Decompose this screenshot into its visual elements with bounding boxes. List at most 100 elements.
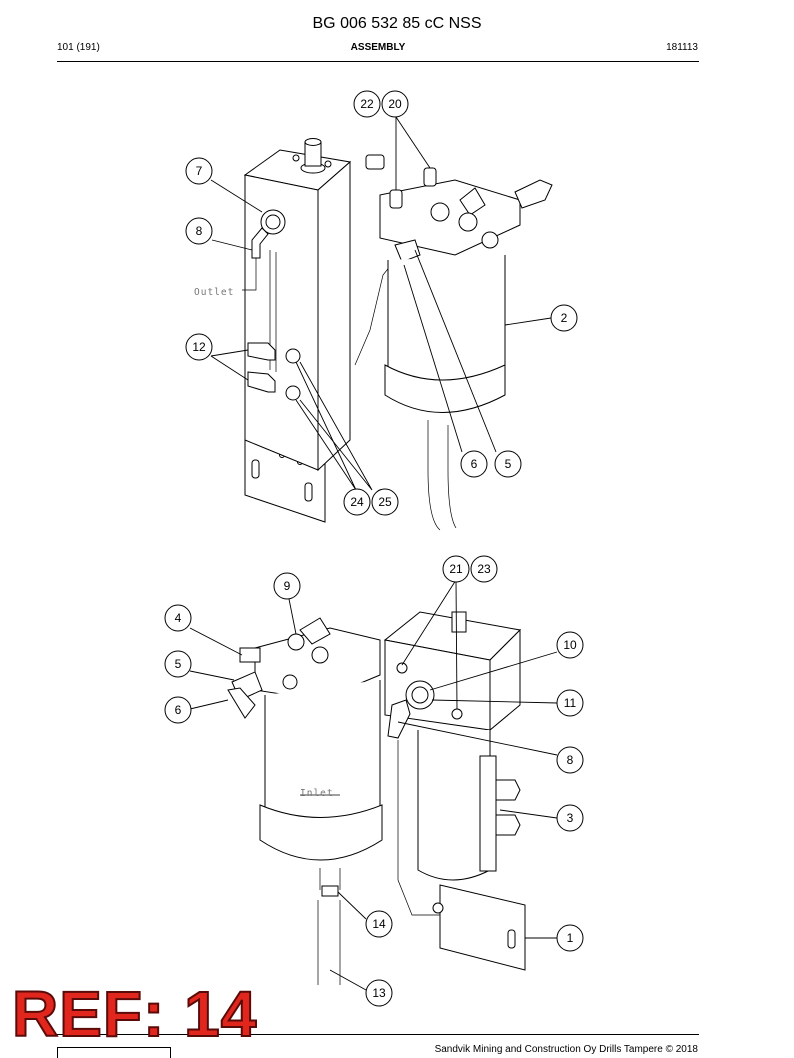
bleed-screw-22: [389, 189, 403, 209]
vent-plug-cap: [304, 138, 322, 146]
top-screw: [292, 154, 300, 162]
svg-text:25: 25: [378, 495, 392, 509]
sensor-clip-upper: [247, 342, 276, 361]
leader-8: [397, 721, 558, 756]
bleed-screw-20: [423, 167, 437, 187]
leader-24: [295, 361, 357, 491]
inlet-fitting-top: [514, 179, 553, 209]
page-number: 101 (191): [57, 42, 100, 53]
svg-text:13: 13: [372, 986, 386, 1000]
bracket-slot: [251, 459, 260, 479]
callout-22: 22: [353, 90, 381, 118]
side-fitting: [365, 154, 385, 170]
callout-20: 20: [381, 90, 409, 118]
filter-bowl-base-lower: [259, 804, 383, 861]
svg-text:7: 7: [196, 164, 203, 178]
svg-text:2: 2: [561, 311, 568, 325]
outlet-elbow: [251, 227, 269, 259]
callout-11: 11: [556, 689, 584, 717]
svg-text:8: 8: [196, 224, 203, 238]
svg-text:21: 21: [449, 562, 463, 576]
leader-3: [499, 809, 558, 819]
svg-text:8: 8: [567, 753, 574, 767]
callout-24: 24: [343, 488, 371, 516]
leader-21-23: [401, 579, 458, 710]
callout-10: 10: [556, 631, 584, 659]
svg-text:14: 14: [372, 917, 386, 931]
leader-2: [504, 317, 552, 326]
filter-port: [458, 212, 478, 232]
svg-text:10: 10: [563, 638, 577, 652]
leader-10: [429, 651, 558, 691]
inlet-label: Inlet: [300, 788, 334, 799]
leader-25: [299, 361, 373, 491]
callout-2: 2: [550, 304, 578, 332]
callout-25: 25: [371, 488, 399, 516]
callout-23: 23: [470, 555, 498, 583]
bracket-slot: [507, 929, 516, 949]
svg-text:24: 24: [350, 495, 364, 509]
callout-13: 13: [365, 979, 393, 1007]
callout-9: 9: [273, 572, 301, 600]
leader-11: [431, 699, 558, 704]
filter-bowl: [387, 255, 506, 383]
callout-3: 3: [556, 804, 584, 832]
callout-4: 4: [164, 604, 192, 632]
filter-bowl-lower: [264, 680, 381, 821]
filter-head-rib: [459, 187, 486, 216]
svg-text:20: 20: [388, 97, 402, 111]
ref-stamp: REF: 14: [11, 978, 258, 1050]
filter-port: [311, 646, 329, 664]
svg-text:12: 12: [192, 340, 206, 354]
vent-plug-lower: [451, 611, 467, 633]
sensor-clip-lower: [247, 371, 276, 393]
footer-rule: [57, 1034, 699, 1035]
callout-8: 8: [185, 217, 213, 245]
leader-7: [210, 179, 263, 213]
port-fitting-inner: [411, 686, 429, 704]
drain-tube: [427, 420, 457, 531]
top-screw: [324, 160, 332, 168]
date-code: 181113: [666, 42, 698, 53]
mount-bracket-1: [439, 884, 526, 971]
svg-text:1: 1: [567, 931, 574, 945]
svg-text:5: 5: [175, 657, 182, 671]
svg-text:22: 22: [360, 97, 374, 111]
plug-4: [239, 647, 261, 663]
leader-14: [337, 891, 367, 920]
leader-13: [329, 969, 367, 991]
drain-valve: [319, 868, 341, 890]
outlet-port-inner: [265, 214, 281, 230]
callout-8-lower: 8: [556, 746, 584, 774]
elbow-8-lower: [387, 699, 411, 739]
hose-lower: [397, 740, 440, 916]
leader-6: [403, 264, 463, 453]
callout-1: 1: [556, 924, 584, 952]
leader-5: [189, 670, 235, 681]
leader-9: [288, 598, 297, 635]
callout-5: 5: [494, 450, 522, 478]
bottom-view-leaders: [189, 579, 558, 991]
outlet-label: Outlet: [194, 287, 234, 298]
housing-side-face-lower: [489, 628, 521, 732]
hose-clamp-14: [321, 885, 339, 897]
leader-5: [414, 249, 497, 453]
svg-text:9: 9: [284, 579, 291, 593]
screw-23: [451, 708, 463, 720]
footer-copyright: Sandvik Mining and Construction Oy Drill…: [434, 1044, 698, 1055]
filter-port: [282, 674, 298, 690]
callout-6: 6: [460, 450, 488, 478]
housing-side-face: [317, 160, 351, 472]
leader-8: [211, 239, 253, 251]
svg-text:3: 3: [567, 811, 574, 825]
sensor-strip-3: [479, 755, 497, 872]
callout-21: 21: [442, 555, 470, 583]
leader-6: [189, 699, 229, 710]
screw-21: [396, 662, 408, 674]
top-view: Outlet: [194, 138, 553, 531]
section-title: ASSEMBLY: [350, 42, 406, 53]
callout-14: 14: [365, 910, 393, 938]
top-view-leaders: [210, 116, 552, 491]
drain-hose-13: [317, 900, 341, 985]
